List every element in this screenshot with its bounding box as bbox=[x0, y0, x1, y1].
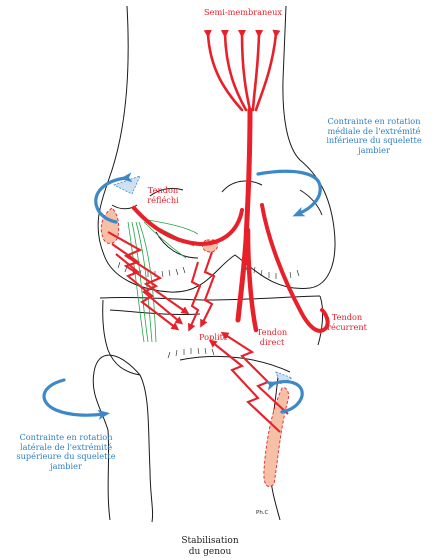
tendon-direct bbox=[248, 230, 256, 330]
caption-line2: du genou bbox=[150, 547, 270, 558]
label-tendon-direct: Tendon direct bbox=[250, 328, 294, 347]
label-tendon-reflechi-line2: réfléchi bbox=[138, 196, 188, 206]
semi-membraneux-tendon bbox=[208, 34, 276, 320]
figure-caption: Stabilisation du genou bbox=[150, 536, 270, 558]
label-rotation-mediale-line4: jambier bbox=[318, 146, 430, 156]
reflechi-end-dot bbox=[132, 206, 136, 210]
femoral-rotation-right bbox=[258, 171, 320, 214]
tendon-recurrent bbox=[262, 205, 328, 331]
femur-outline bbox=[98, 6, 335, 292]
lateral-attachment-patch bbox=[101, 208, 119, 243]
tendon-reflechi bbox=[134, 208, 242, 244]
label-rotation-laterale-line4: jambier bbox=[2, 462, 130, 472]
label-rotation-mediale: Contrainte en rotation médiale de l'extr… bbox=[318, 117, 430, 155]
label-tendon-recurrent-line2: récurrent bbox=[322, 323, 372, 333]
author-signature: Ph.C bbox=[256, 510, 268, 516]
label-tendon-recurrent: Tendon récurrent bbox=[322, 313, 372, 332]
label-tendon-direct-line2: direct bbox=[250, 338, 294, 348]
caption-line1: Stabilisation bbox=[150, 536, 270, 547]
label-rotation-laterale: Contrainte en rotation latérale de l'ext… bbox=[2, 433, 130, 471]
label-tendon-reflechi: Tendon réfléchi bbox=[138, 186, 188, 205]
ligament-fibres bbox=[128, 220, 198, 342]
tibial-rotation-left bbox=[44, 380, 104, 415]
label-poplite: Poplité bbox=[199, 333, 228, 343]
label-semi-membraneux: Semi-membraneux bbox=[198, 8, 288, 18]
